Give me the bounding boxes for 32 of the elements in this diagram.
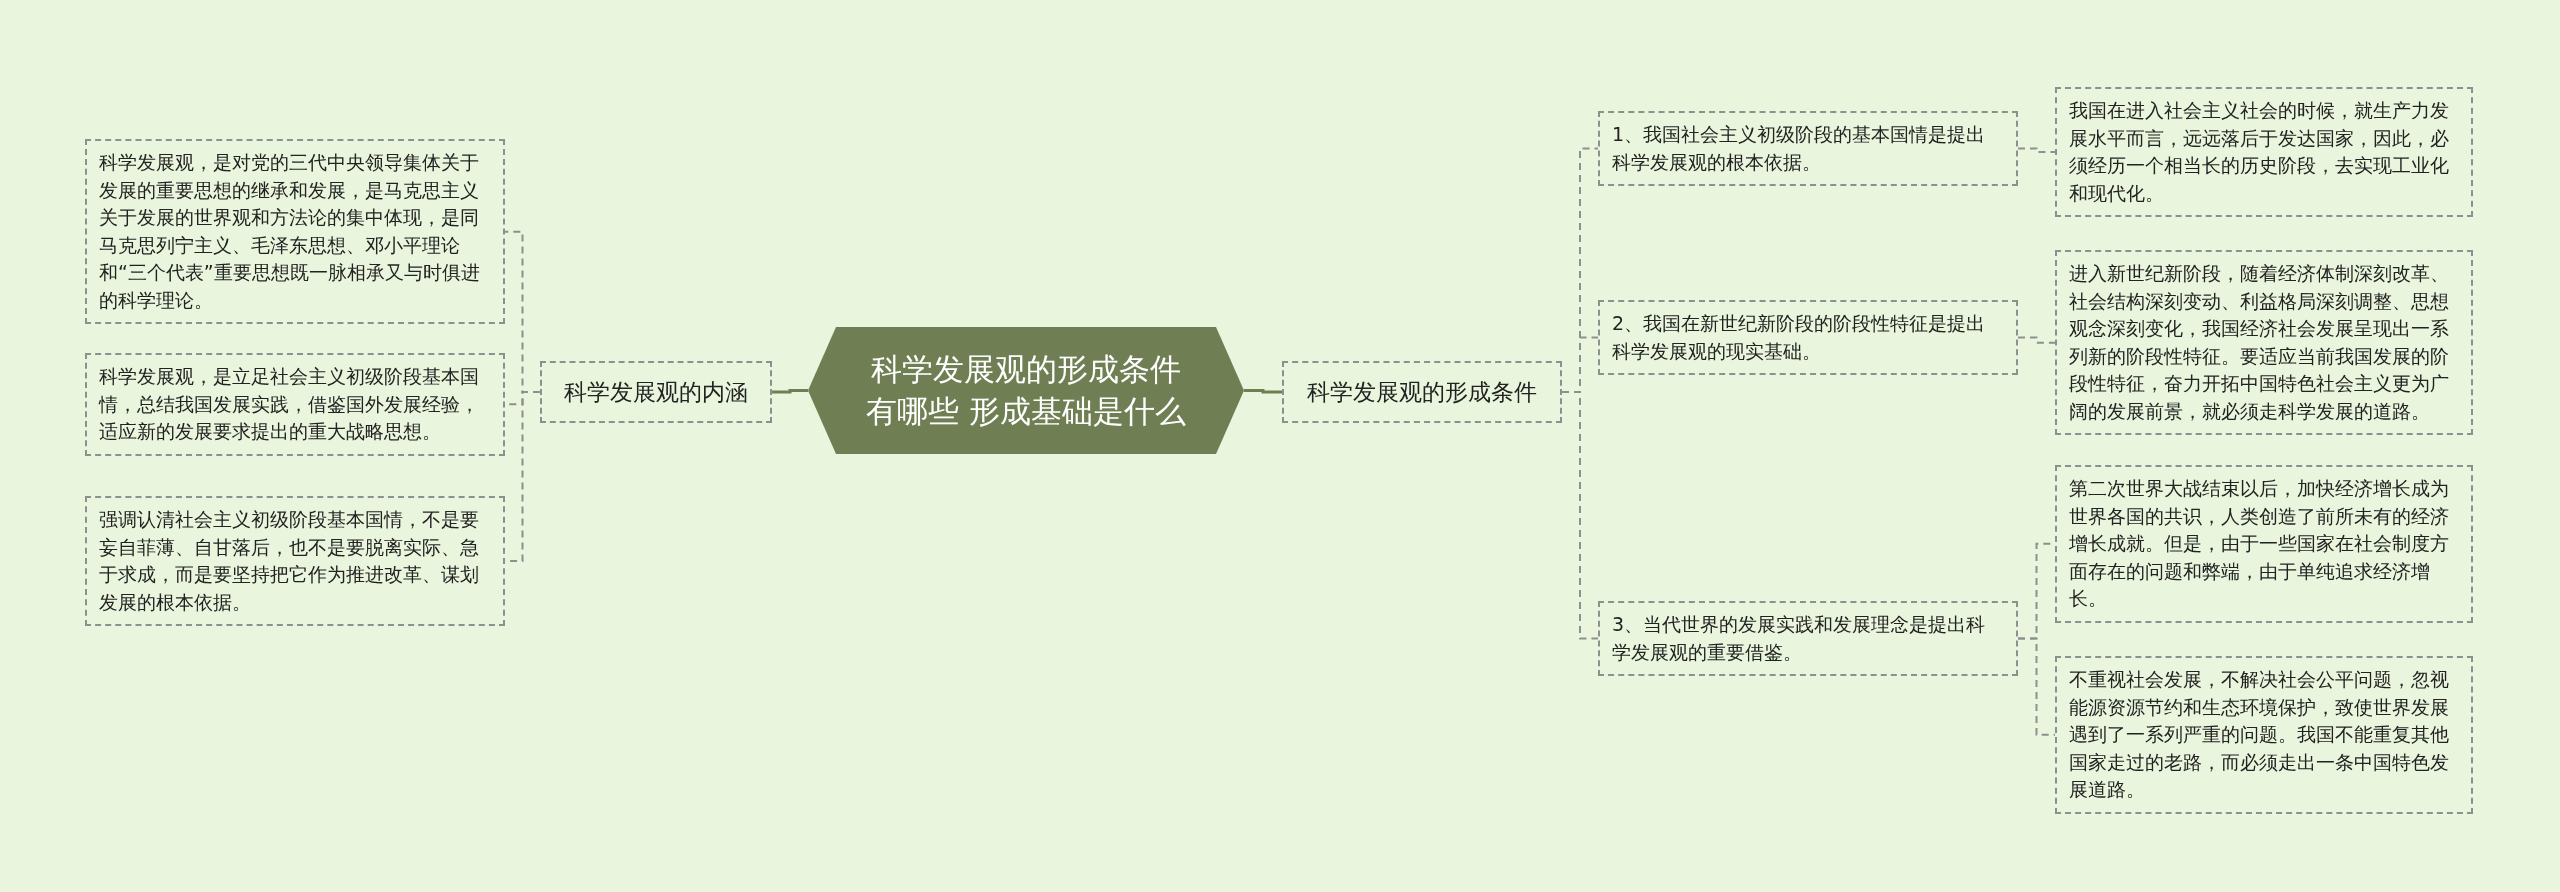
node-text: 科学发展观，是对党的三代中央领导集体关于发展的重要思想的继承和发展，是马克思主义关于发展的世界观和方法论的集中体现，是同马克思列宁主义、毛泽东思想、邓小平理论和“三个代表”重要思想既一脉相承又与时俱进的科学理论。 <box>99 150 481 313</box>
node-text: 科学发展观的形成条件有哪些 形成基础是什么 <box>865 349 1187 431</box>
note-box <box>85 496 505 627</box>
node-text: 不重视社会发展，不解决社会公平问题，忽视能源资源节约和生态环境保护，致使世界发展遇到了一系列严重的问题。我国不能重复其他国家走过的老路，而必须走出一条中国特色发展道路。 <box>2069 667 2450 803</box>
note-box <box>1598 300 2018 376</box>
connector-line <box>772 389 808 394</box>
node-text: 3、当代世界的发展实践和发展理念是提出科学发展观的重要借鉴。 <box>1612 612 1987 665</box>
node-text: 科学发展观，是立足社会主义初级阶段基本国情，总结我国发展实践，借鉴国外发展经验，适应新的发展要求提出的重大战略思想。 <box>99 364 480 445</box>
note-box <box>85 353 505 456</box>
node-text: 强调认清社会主义初级阶段基本国情，不是要妄自菲薄、自甘落后，也不是要脱离实际、急于求成，而是要坚持把它作为推进改革、谋划发展的根本依据。 <box>99 507 480 615</box>
node-text: 进入新世纪新阶段，随着经济体制深刻改革、社会结构深刻变动、利益格局深刻调整、思想观念深刻变化，我国经济社会发展呈现出一系列新的阶段性特征。要适应当前我国发展的阶段性特征，奋力开拓中国特色社会主义更为广阔的发展前景，就必须走科学发展的道路。 <box>2069 261 2450 424</box>
branch-box <box>1282 361 1562 423</box>
note-box <box>2055 465 2473 623</box>
node-text: 我国在进入社会主义社会的时候，就生产力发展水平而言，远远落后于发达国家，因此，必须经历一个相当长的历史阶段，去实现工业化和现代化。 <box>2069 98 2450 206</box>
note-box <box>1598 601 2018 677</box>
note-box <box>2055 250 2473 436</box>
connector-line <box>2017 637 2056 736</box>
node-text: 科学发展观的形成条件 <box>1307 377 1537 407</box>
connector-line <box>1244 389 1282 394</box>
connector-line <box>2017 147 2056 154</box>
connector-line <box>2017 336 2056 344</box>
topic-hexagon <box>808 327 1244 454</box>
node-text: 2、我国在新世纪新阶段的阶段性特征是提出科学发展观的现实基础。 <box>1612 311 1987 364</box>
node-text: 第二次世界大战结束以后，加快经济增长成为世界各国的共识，人类创造了前所未有的经济增长成就。但是，由于一些国家在社会制度方面存在的问题和弊端，由于单纯追求经济增长。 <box>2069 476 2450 612</box>
note-box <box>85 139 505 325</box>
node-text: 科学发展观的内涵 <box>564 377 748 407</box>
node-text: 1、我国社会主义初级阶段的基本国情是提出科学发展观的根本依据。 <box>1612 122 1987 175</box>
branch-box <box>540 361 772 423</box>
note-box <box>1598 111 2018 187</box>
connector-line <box>1561 391 1599 640</box>
note-box <box>2055 87 2473 218</box>
note-box <box>2055 656 2473 814</box>
